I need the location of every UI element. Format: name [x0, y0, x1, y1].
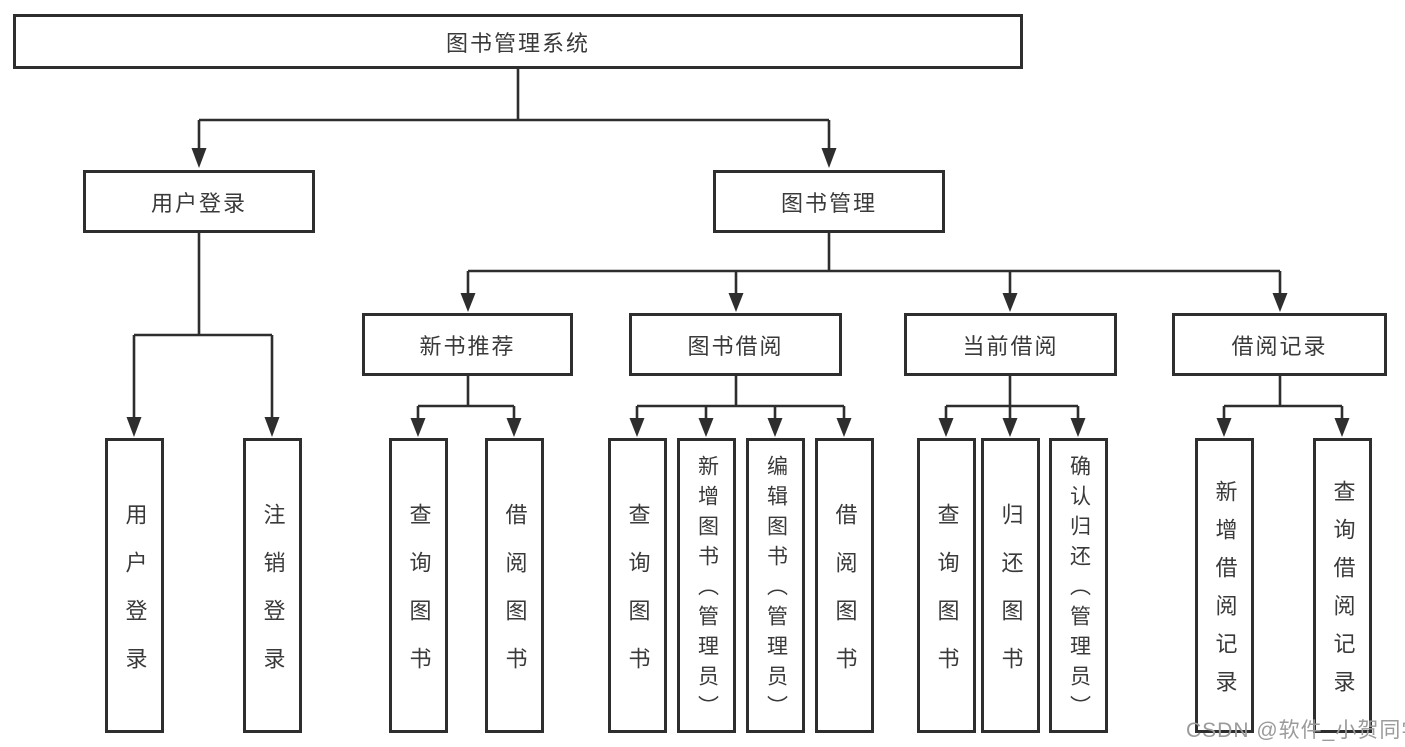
node-label: 图书管理系统: [445, 30, 590, 56]
node-label: 当前借阅: [962, 333, 1059, 359]
node-library-management-system: 图书管理系统: [13, 14, 1023, 69]
node-label: 图书管理: [780, 190, 877, 216]
leaf-user-login: 用户登录: [105, 438, 164, 733]
node-current-borrowing: 当前借阅: [904, 313, 1117, 376]
node-label: 新增图书（管理员）: [695, 455, 719, 725]
node-label: 图书借阅: [687, 333, 784, 359]
node-label: 编辑图书（管理员）: [764, 455, 788, 725]
node-label: 注销登录: [260, 502, 286, 695]
leaf-borrow-books: 借阅图书: [815, 438, 874, 733]
node-label: 新书推荐: [419, 333, 516, 359]
node-label: 用户登录: [150, 190, 247, 216]
leaf-confirm-return-admin: 确认归还（管理员）: [1049, 438, 1108, 733]
leaf-borrow-books-recommend: 借阅图书: [485, 438, 544, 733]
node-label: 查询图书: [406, 502, 432, 695]
node-label: 借阅图书: [832, 502, 858, 695]
leaf-search-books-current: 查询图书: [917, 438, 976, 733]
node-label: 确认归还（管理员）: [1067, 455, 1091, 725]
node-book-borrowing: 图书借阅: [629, 313, 842, 376]
node-label: 新增借阅记录: [1212, 479, 1238, 708]
leaf-add-borrow-record: 新增借阅记录: [1195, 438, 1254, 733]
node-label: 查询图书: [625, 502, 651, 695]
node-label: 用户登录: [122, 502, 148, 695]
leaf-logout-login: 注销登录: [243, 438, 302, 733]
node-label: 归还图书: [998, 502, 1024, 695]
leaf-add-books-admin: 新增图书（管理员）: [677, 438, 736, 733]
node-book-management: 图书管理: [713, 170, 945, 233]
node-label: 查询借阅记录: [1330, 479, 1356, 708]
node-borrow-records: 借阅记录: [1172, 313, 1387, 376]
leaf-search-borrow-record: 查询借阅记录: [1313, 438, 1372, 733]
leaf-search-books-recommend: 查询图书: [389, 438, 448, 733]
leaf-edit-books-admin: 编辑图书（管理员）: [746, 438, 805, 733]
leaf-return-books: 归还图书: [981, 438, 1040, 733]
node-label: 借阅图书: [502, 502, 528, 695]
node-label: 查询图书: [934, 502, 960, 695]
node-user-login: 用户登录: [83, 170, 315, 233]
leaf-search-books-borrowing: 查询图书: [608, 438, 667, 733]
node-label: 借阅记录: [1231, 333, 1328, 359]
csdn-watermark: CSDN @软件_小贺同学: [1186, 719, 1405, 742]
node-new-book-recommend: 新书推荐: [362, 313, 573, 376]
